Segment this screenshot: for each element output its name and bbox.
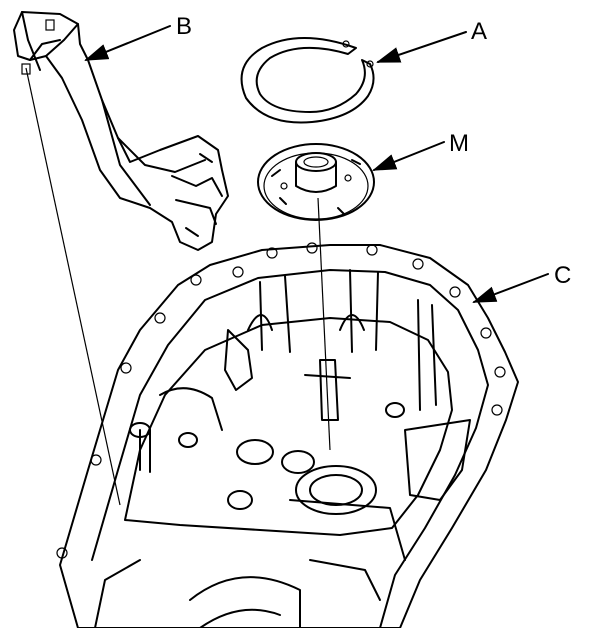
bracket-part	[13, 11, 229, 506]
snap-ring-part	[240, 37, 375, 124]
transmission-housing	[56, 242, 519, 628]
leader-a	[376, 31, 467, 63]
label-b: B	[176, 13, 192, 40]
label-c: C	[554, 262, 571, 289]
leader-b	[84, 25, 171, 61]
label-m: M	[449, 130, 469, 157]
label-a: A	[471, 18, 487, 45]
leader-lines	[84, 25, 549, 303]
leader-m	[372, 141, 445, 171]
plate-part	[257, 143, 375, 451]
leader-c	[472, 273, 549, 303]
